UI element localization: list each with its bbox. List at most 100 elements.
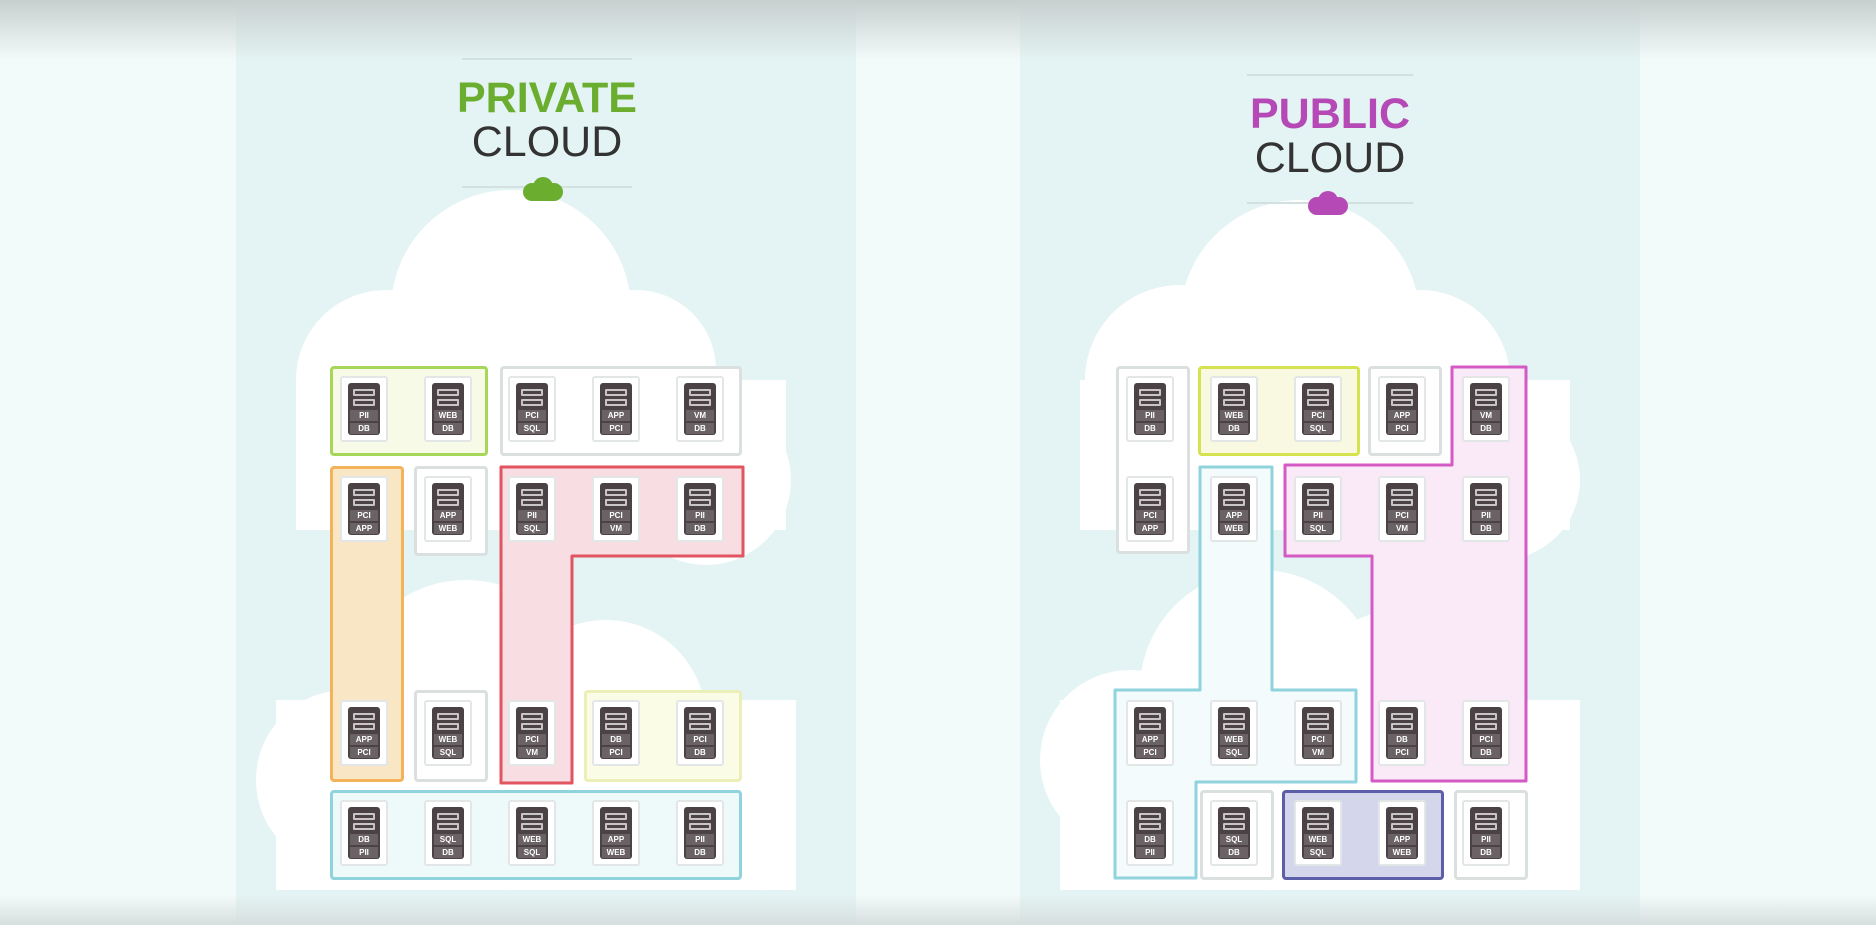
server-label: SQL — [434, 747, 462, 758]
server-label: DB — [350, 423, 378, 434]
drive-bay — [605, 399, 627, 406]
drive-bay — [1139, 499, 1161, 506]
drive-bay — [1223, 389, 1245, 396]
server-label: DB — [686, 523, 714, 534]
drive-bay — [689, 399, 711, 406]
server-label: DB — [686, 847, 714, 858]
drive-bay — [1475, 713, 1497, 720]
server-label: WEB — [1220, 523, 1248, 534]
drive-bay — [689, 389, 711, 396]
server-label: APP — [434, 510, 462, 521]
server-node: PII DB — [340, 376, 388, 442]
drive-bay — [605, 813, 627, 820]
title-line1: PRIVATE — [457, 74, 637, 122]
server-label: PCI — [1304, 734, 1332, 745]
server-label: PII — [1472, 510, 1500, 521]
group-magenta — [1283, 365, 1528, 783]
server-label: APP — [1388, 410, 1416, 421]
server-label: DB — [686, 747, 714, 758]
server-label: WEB — [1220, 734, 1248, 745]
server-label: PCI — [518, 734, 546, 745]
server-label: APP — [602, 410, 630, 421]
drive-bay — [1307, 723, 1329, 730]
drive-bay — [1475, 399, 1497, 406]
server-label: PCI — [1388, 423, 1416, 434]
server-icon: APP PCI — [1386, 383, 1418, 435]
server-label: PII — [350, 847, 378, 858]
server-label: PII — [350, 410, 378, 421]
drive-bay — [353, 399, 375, 406]
drive-bay — [1475, 813, 1497, 820]
drive-bay — [1391, 389, 1413, 396]
server-label: DB — [1136, 423, 1164, 434]
drive-bay — [1475, 489, 1497, 496]
server-icon: PII DB — [1470, 483, 1502, 535]
server-label: DB — [686, 423, 714, 434]
drive-bay — [521, 823, 543, 830]
drive-bay — [521, 813, 543, 820]
server-label: WEB — [434, 410, 462, 421]
server-label: VM — [602, 523, 630, 534]
drive-bay — [1139, 723, 1161, 730]
cloud-icon — [523, 177, 563, 201]
drive-bay — [1139, 489, 1161, 496]
server-label: WEB — [434, 734, 462, 745]
server-label: WEB — [602, 847, 630, 858]
server-label: DB — [1136, 834, 1164, 845]
drive-bay — [1307, 489, 1329, 496]
drive-bay — [1391, 399, 1413, 406]
server-label: APP — [350, 523, 378, 534]
drive-bay — [437, 399, 459, 406]
server-label: DB — [1472, 523, 1500, 534]
drive-bay — [437, 489, 459, 496]
server-label: PII — [1304, 510, 1332, 521]
drive-bay — [605, 389, 627, 396]
drive-bay — [1223, 823, 1245, 830]
server-label: SQL — [518, 423, 546, 434]
server-node: PCI VM — [508, 700, 556, 766]
server-label: PII — [1472, 834, 1500, 845]
server-label: PCI — [350, 747, 378, 758]
server-label: PCI — [350, 510, 378, 521]
server-icon: PCI VM — [516, 707, 548, 759]
server-node: APP PCI — [340, 700, 388, 766]
server-label: PCI — [686, 734, 714, 745]
server-label: DB — [350, 834, 378, 845]
server-label: VM — [518, 747, 546, 758]
server-label: DB — [1472, 747, 1500, 758]
server-label: DB — [434, 423, 462, 434]
server-label: SQL — [518, 847, 546, 858]
drive-bay — [605, 713, 627, 720]
drive-bay — [353, 489, 375, 496]
server-label: PCI — [1136, 510, 1164, 521]
server-label: PCI — [1304, 410, 1332, 421]
title-rule-top — [1247, 74, 1413, 76]
drive-bay — [1475, 389, 1497, 396]
server-label: APP — [1136, 523, 1164, 534]
drive-bay — [521, 499, 543, 506]
server-label: PCI — [1388, 747, 1416, 758]
drive-bay — [1475, 723, 1497, 730]
server-label: APP — [350, 734, 378, 745]
drive-bay — [1391, 489, 1413, 496]
server-label: APP — [1136, 734, 1164, 745]
